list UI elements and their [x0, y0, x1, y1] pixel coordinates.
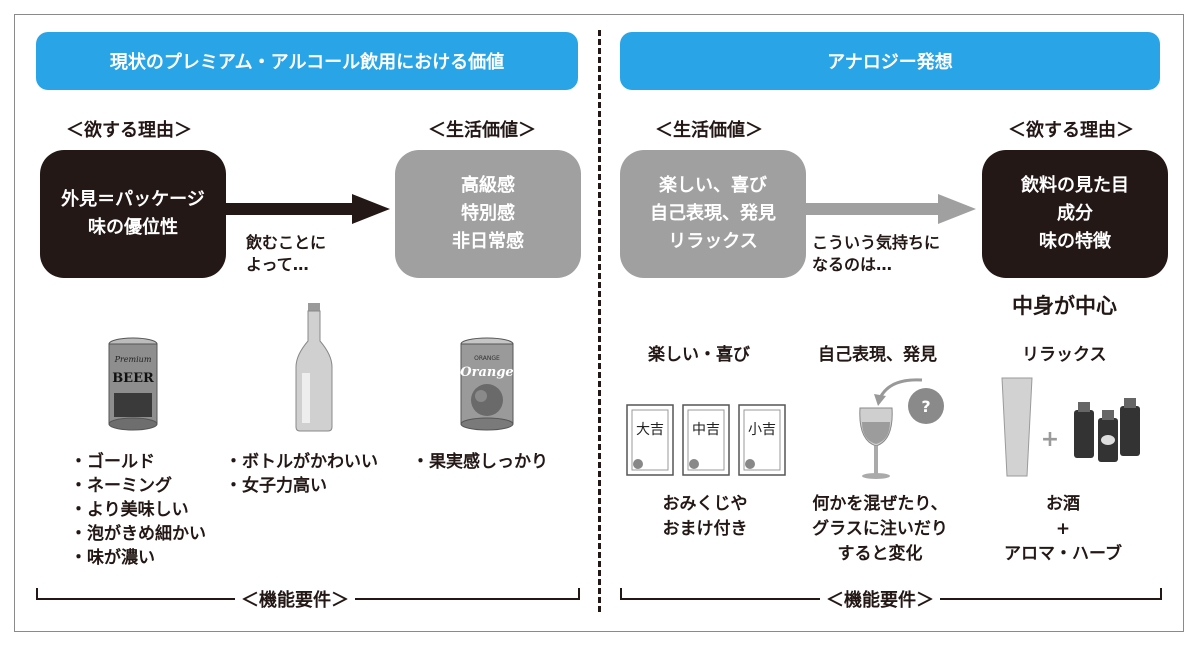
category-fun: 楽しい・喜び	[648, 345, 750, 365]
right-value-line-2: 自己表現、発見	[650, 203, 776, 224]
right-reason-box: 飲料の見た目 成分 味の特徴	[982, 150, 1168, 278]
caption-relax-line-3: アロマ・ハーブ	[1004, 544, 1122, 564]
right-value-label: ＜生活価値＞	[655, 120, 763, 141]
right-reason-label: ＜欲する理由＞	[1008, 120, 1134, 141]
omikuji-text-2: 中吉	[692, 422, 720, 438]
beer-can-text-top: Premium	[114, 355, 152, 364]
right-reason-line-1: 飲料の見た目	[1021, 175, 1129, 196]
left-header-text: 現状のプレミアム・アルコール飲用における価値	[109, 52, 505, 73]
caption-expression-line-3: すると変化	[837, 544, 923, 564]
category-expression: 自己表現、発見	[818, 345, 937, 365]
caption-fun-line-1: おみくじや	[662, 494, 748, 514]
orange-features-list: 果実感しっかり	[412, 450, 548, 474]
omikuji-text-1: 大吉	[636, 422, 664, 438]
omikuji-text-3: 小吉	[748, 422, 776, 438]
left-arrow-note: 飲むことに よって…	[246, 232, 326, 276]
left-bracket-label: ＜機能要件＞	[235, 586, 355, 612]
orange-can-text-main: Orange	[460, 365, 513, 380]
wine-glass-image: ?	[859, 378, 944, 479]
relax-image: +	[1001, 377, 1140, 477]
right-arrow-note: こういう気持ちに なるのは…	[812, 232, 940, 276]
left-value-line-3: 非日常感	[452, 231, 524, 252]
right-value-box: 楽しい、喜び 自己表現、発見 リラックス	[620, 150, 806, 278]
right-arrow	[806, 194, 976, 224]
left-bracket-tick-right	[578, 588, 580, 598]
omikuji-image: 大吉 中吉 小吉	[626, 404, 786, 476]
caption-expression-line-2: グラスに注いだり	[812, 519, 948, 539]
category-relax: リラックス	[1022, 345, 1107, 365]
left-value-line-1: 高級感	[461, 175, 515, 196]
caption-expression-line-1: 何かを混ぜたり、	[812, 494, 948, 514]
right-header-text: アナロジー発想	[827, 52, 953, 73]
outer-frame	[14, 14, 1184, 632]
left-value-line-2: 特別感	[461, 203, 515, 224]
question-icon	[908, 388, 944, 424]
caption-fun-line-2: おまけ付き	[662, 519, 748, 539]
center-note: 中身が中心	[1012, 294, 1117, 318]
caption-relax: お酒 + アロマ・ハーブ	[988, 492, 1138, 567]
left-arrow-note-line-1: 飲むことに	[246, 233, 327, 252]
list-item: ネーミング	[70, 474, 206, 498]
left-reason-label: ＜欲する理由＞	[66, 120, 192, 141]
beer-can-text-main: BEER	[112, 371, 154, 386]
list-item: 泡がきめ細かい	[70, 522, 206, 546]
right-arrow-note-line-1: こういう気持ちに	[812, 233, 941, 252]
caption-relax-line-1: お酒	[1046, 494, 1080, 514]
relax-plus: +	[1041, 427, 1059, 452]
right-bracket-label: ＜機能要件＞	[820, 586, 940, 612]
section-divider	[598, 30, 601, 612]
list-item: ゴールド	[70, 450, 206, 474]
left-header: 現状のプレミアム・アルコール飲用における価値	[36, 32, 578, 90]
list-item: ボトルがかわいい	[225, 450, 378, 474]
right-reason-line-2: 成分	[1057, 203, 1093, 224]
list-item: 女子力高い	[225, 474, 378, 498]
caption-expression: 何かを混ぜたり、 グラスに注いだり すると変化	[800, 492, 960, 567]
list-item: 味が濃い	[70, 546, 206, 570]
bottle-features-list: ボトルがかわいい 女子力高い	[225, 450, 378, 498]
left-arrow-note-line-2: よって…	[246, 255, 309, 274]
right-reason-line-3: 味の特徴	[1039, 231, 1111, 252]
left-value-label: ＜生活価値＞	[428, 120, 536, 141]
omikuji-card-3: 小吉	[738, 404, 786, 476]
left-reason-line-2: 味の優位性	[88, 217, 178, 238]
left-arrow	[224, 194, 390, 224]
left-reason-line-1: 外見＝パッケージ	[61, 189, 205, 210]
right-header: アナロジー発想	[620, 32, 1160, 90]
beer-features-list: ゴールド ネーミング より美味しい 泡がきめ細かい 味が濃い	[70, 450, 206, 570]
left-bracket-tick-left	[36, 588, 38, 598]
right-arrow-note-line-2: なるのは…	[812, 255, 893, 274]
list-item: 果実感しっかり	[412, 450, 548, 474]
right-value-line-3: リラックス	[668, 231, 758, 252]
right-bracket-tick-left	[620, 588, 622, 598]
caption-fun: おみくじや おまけ付き	[630, 492, 780, 542]
caption-relax-line-2: +	[1055, 519, 1071, 539]
left-value-box: 高級感 特別感 非日常感	[395, 150, 581, 278]
question-mark-text: ?	[921, 397, 930, 416]
beer-can-image: Premium BEER	[108, 337, 158, 431]
right-value-line-1: 楽しい、喜び	[659, 175, 767, 196]
omikuji-card-1: 大吉	[626, 404, 674, 476]
orange-can-image: ORANGE Orange	[460, 337, 514, 431]
bottle-image	[295, 303, 333, 432]
list-item: より美味しい	[70, 498, 206, 522]
orange-can-text-top: ORANGE	[474, 355, 500, 362]
omikuji-card-2: 中吉	[682, 404, 730, 476]
left-reason-box: 外見＝パッケージ 味の優位性	[40, 150, 226, 278]
right-bracket-tick-right	[1160, 588, 1162, 598]
